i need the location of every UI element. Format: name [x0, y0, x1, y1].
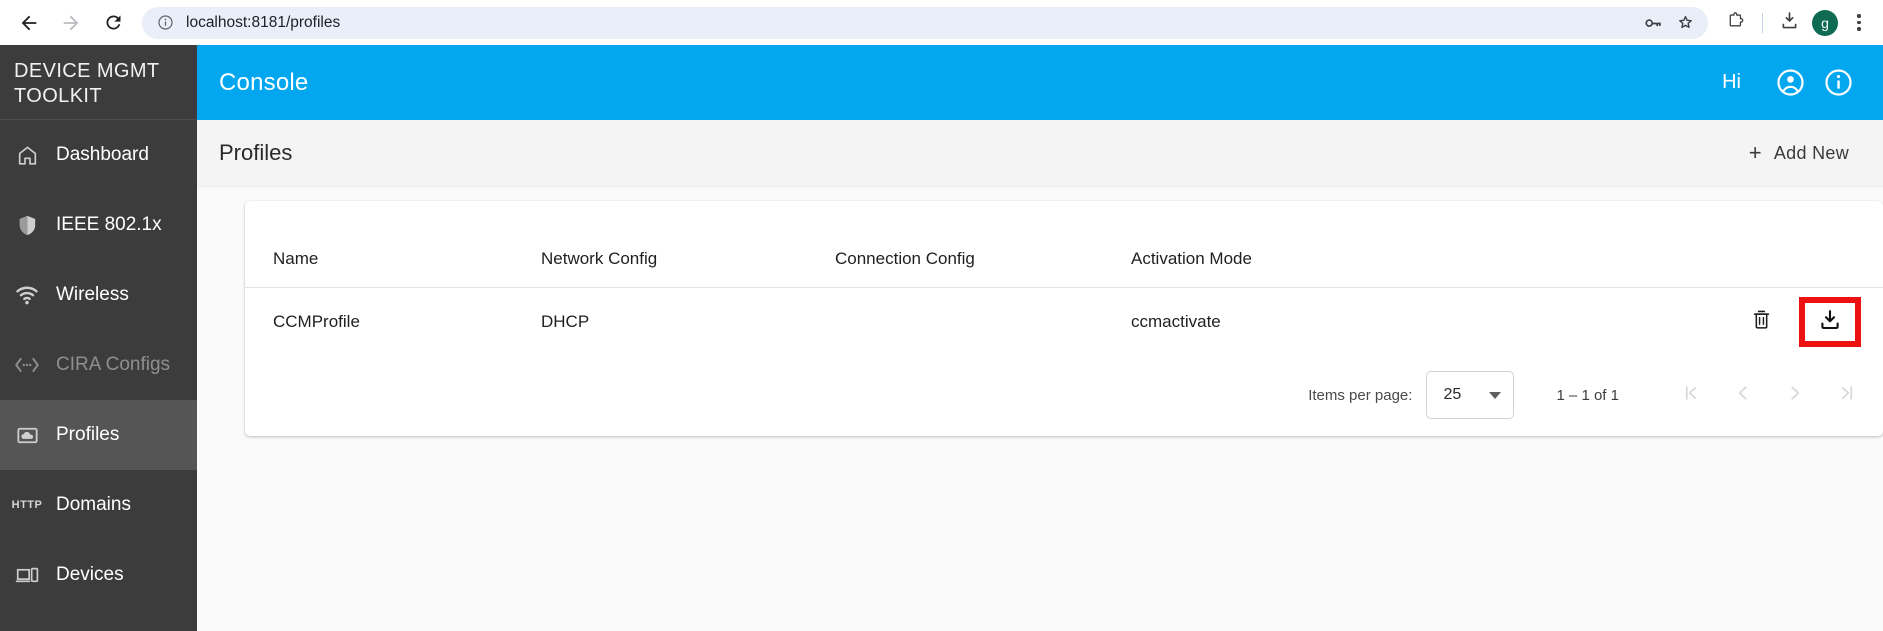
main-area: Console Hi Profiles + Add New [197, 45, 1883, 631]
items-per-page-select[interactable]: 25 [1426, 371, 1515, 419]
account-circle-icon[interactable] [1773, 66, 1807, 100]
delete-profile-button[interactable] [1741, 302, 1781, 342]
extensions-button[interactable] [1720, 7, 1752, 39]
sidebar-item-label: Profiles [56, 424, 120, 445]
address-bar[interactable]: localhost:8181/profiles [142, 6, 1708, 39]
app-title: Console [219, 68, 309, 96]
chevron-left-icon [1732, 382, 1754, 408]
next-page-button[interactable] [1769, 374, 1821, 416]
kebab-dot-3 [1857, 27, 1861, 31]
sidebar-item-label: IEEE 802.1x [56, 214, 162, 235]
forward-button[interactable] [52, 4, 90, 42]
sidebar-item-label: Domains [56, 494, 131, 515]
wifi-icon [14, 282, 40, 308]
puzzle-piece-icon [1726, 10, 1747, 36]
sidebar-item-domains[interactable]: HTTP Domains [0, 470, 197, 540]
sidebar-item-profiles[interactable]: Profiles [0, 400, 197, 470]
cloud-upload-icon [14, 422, 40, 448]
table-header-row: Name Network Config Connection Config Ac… [245, 201, 1883, 288]
profiles-table: Name Network Config Connection Config Ac… [245, 201, 1883, 357]
brand-title: DEVICE MGMT TOOLKIT [0, 45, 197, 120]
plus-icon: + [1748, 140, 1762, 165]
reload-icon [103, 12, 124, 33]
column-header-network-config: Network Config [541, 201, 835, 288]
items-per-page-label: Items per page: [1308, 386, 1413, 404]
cell-actions [1461, 287, 1883, 357]
profiles-card: Name Network Config Connection Config Ac… [245, 201, 1883, 436]
sidebar-item-label: Devices [56, 564, 124, 585]
download-profile-button[interactable] [1810, 302, 1850, 342]
downloads-button[interactable] [1773, 7, 1805, 39]
http-icon: HTTP [11, 492, 43, 518]
browser-actions: g [1712, 7, 1873, 39]
greeting-text: Hi [1722, 71, 1741, 93]
sidebar: DEVICE MGMT TOOLKIT Dashboard IEEE 802.1… [0, 45, 197, 631]
http-badge-text: HTTP [11, 499, 43, 511]
browser-toolbar: localhost:8181/profiles g [0, 0, 1883, 45]
last-page-icon [1836, 382, 1858, 408]
sidebar-item-dashboard[interactable]: Dashboard [0, 120, 197, 190]
column-header-activation-mode: Activation Mode [1131, 201, 1461, 288]
home-icon [14, 142, 40, 168]
content-area: Name Network Config Connection Config Ac… [197, 187, 1883, 631]
kebab-dot-2 [1857, 20, 1861, 25]
column-header-actions [1461, 201, 1883, 288]
add-new-button[interactable]: + Add New [1745, 136, 1853, 170]
toolbar-divider [1762, 12, 1763, 33]
back-button[interactable] [10, 4, 48, 42]
sidebar-item-cira-configs[interactable]: CIRA Configs [0, 330, 197, 400]
last-page-button[interactable] [1821, 374, 1873, 416]
arrow-right-icon [60, 12, 82, 34]
page-title: Profiles [219, 140, 293, 165]
previous-page-button[interactable] [1717, 374, 1769, 416]
paginator: Items per page: 25 1 – 1 of 1 [245, 357, 1883, 419]
highlight-annotation [1799, 297, 1861, 348]
cell-activation-mode: ccmactivate [1131, 312, 1221, 332]
address-bar-url: localhost:8181/profiles [186, 13, 341, 31]
table-row[interactable]: CCMProfile DHCP ccmactivate [245, 287, 1883, 357]
table-header: Name Network Config Connection Config Ac… [245, 201, 1883, 288]
code-brackets-icon [14, 352, 40, 378]
chevron-down-icon [1489, 391, 1502, 399]
page-range-label: 1 – 1 of 1 [1556, 386, 1619, 404]
sidebar-item-devices[interactable]: Devices [0, 540, 197, 610]
profile-button[interactable]: g [1809, 7, 1841, 39]
column-header-name: Name [245, 201, 541, 288]
devices-icon [14, 562, 40, 588]
avatar: g [1812, 9, 1838, 36]
cell-connection-config [835, 287, 1131, 357]
download-icon [1779, 10, 1800, 36]
arrow-left-icon [18, 12, 40, 34]
cell-name: CCMProfile [273, 312, 360, 332]
row-action-group [1461, 297, 1883, 348]
sidebar-item-label: Dashboard [56, 144, 149, 165]
download-icon [1818, 308, 1842, 337]
site-info-icon[interactable] [152, 10, 178, 36]
first-page-icon [1680, 382, 1702, 408]
trash-icon [1750, 308, 1773, 336]
shield-icon [14, 212, 40, 238]
sidebar-item-label: CIRA Configs [56, 354, 171, 375]
app-header: Console Hi [197, 45, 1883, 120]
key-icon[interactable] [1638, 8, 1668, 38]
star-icon[interactable] [1670, 8, 1700, 38]
items-per-page-value: 25 [1443, 386, 1462, 403]
app-shell: DEVICE MGMT TOOLKIT Dashboard IEEE 802.1… [0, 45, 1883, 631]
first-page-button[interactable] [1665, 374, 1717, 416]
browser-menu-button[interactable] [1845, 8, 1873, 38]
reload-button[interactable] [94, 4, 132, 42]
table-body: CCMProfile DHCP ccmactivate [245, 287, 1883, 357]
kebab-menu-icon [1857, 14, 1861, 18]
cell-network-config: DHCP [541, 312, 590, 332]
sidebar-item-ieee8021x[interactable]: IEEE 802.1x [0, 190, 197, 260]
add-new-label: Add New [1773, 142, 1849, 163]
column-header-connection-config: Connection Config [835, 201, 1131, 288]
page-header: Profiles + Add New [197, 120, 1883, 187]
sidebar-item-label: Wireless [56, 284, 129, 305]
sidebar-item-wireless[interactable]: Wireless [0, 260, 197, 330]
info-circle-icon[interactable] [1821, 66, 1855, 100]
chevron-right-icon [1784, 382, 1806, 408]
